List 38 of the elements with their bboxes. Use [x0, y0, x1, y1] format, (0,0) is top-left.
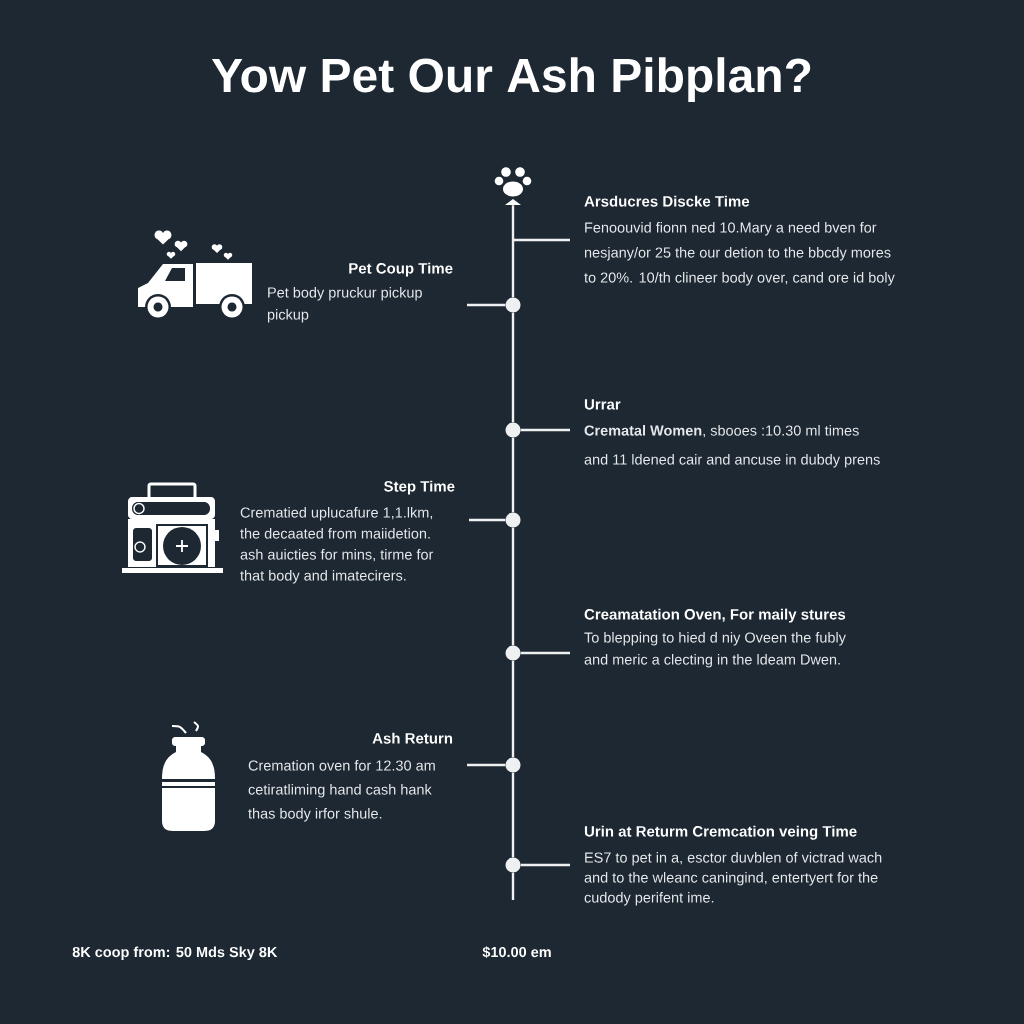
- step-heading: Urin at Returm Cremcation veing Time: [584, 825, 857, 840]
- step-description: Pet body pruckur pickup pickup: [267, 287, 422, 323]
- timeline-line: [511, 872, 515, 900]
- step-description: Crematal Women, sbooes :10.30 ml times and 11 ldened cair and ancuse in dubdy prens: [584, 425, 880, 468]
- step-heading: Arsducres Discke Time: [584, 195, 750, 207]
- paw-icon: [494, 167, 532, 205]
- footer-text: 8K coop from: 50 Mds Sky 8K: [72, 946, 278, 961]
- timeline-line: [511, 437, 515, 513]
- footer-text: $10.00 em: [482, 946, 551, 959]
- timeline-line: [511, 205, 515, 298]
- timeline-line: [511, 660, 515, 758]
- branch-line: [520, 863, 570, 867]
- step-heading: Ash Return: [372, 732, 453, 744]
- branch-line: [520, 651, 570, 655]
- step-description: Fenoouvid fionn ned 10.Mary a need bven for nesjany/or 25 the our detion to the bbcdy mores to 20%. 10/th clineer body over, cand ore id boly: [584, 222, 895, 286]
- timeline-dot: [505, 297, 521, 313]
- timeline-dot: [505, 645, 521, 661]
- step-heading: Pet Coup Time: [349, 262, 453, 277]
- step-description: Crematied uplucafure 1,1.lkm, the decaated from maiidetion. ash auicties for mins, tirme for that body and imatecirers.: [240, 507, 434, 584]
- branch-line: [467, 303, 506, 307]
- timeline-line: [511, 312, 515, 423]
- timeline-line: [511, 772, 515, 858]
- timeline-dot: [505, 512, 521, 528]
- step-description: ES7 to pet in a, esctor duvblen of victrad wach and to the wleanc caningind, entertyert for the cudody perifent ime.: [584, 852, 882, 906]
- step-heading: Urrar: [584, 399, 621, 410]
- branch-line: [467, 763, 506, 767]
- step-description: To blepping to hied d niy Oveen the fubly and meric a clecting in the ldeam Dwen.: [584, 632, 846, 668]
- title: Yow Pet Our Ash Pibplan?: [211, 57, 811, 102]
- timeline-line: [511, 527, 515, 646]
- branch-line: [469, 518, 506, 522]
- step-heading: Creamatation Oven, For maily stures: [584, 608, 846, 623]
- step-heading: Step Time: [384, 480, 455, 495]
- timeline-dot: [505, 757, 521, 773]
- timeline-dot: [505, 422, 521, 438]
- step-description: Cremation oven for 12.30 am cetiratliming hand cash hank thas body irfor shule.: [248, 760, 435, 822]
- timeline-dot: [505, 857, 521, 873]
- branch-line: [520, 428, 570, 432]
- branch-line: [513, 238, 570, 242]
